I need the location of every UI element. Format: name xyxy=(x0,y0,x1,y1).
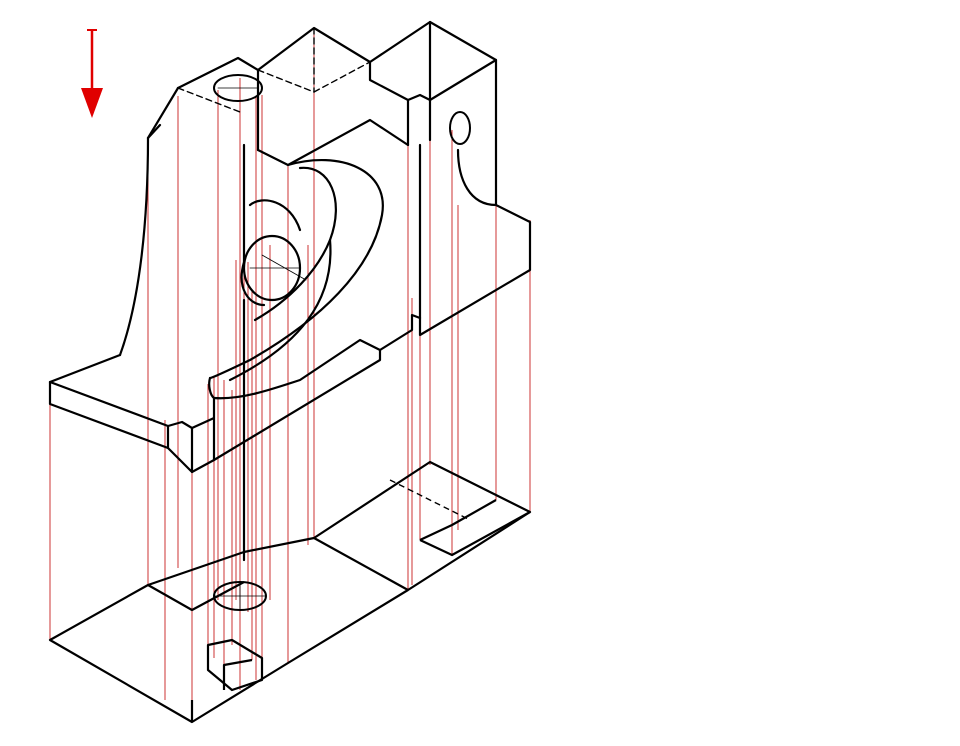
plan-view xyxy=(48,460,532,724)
base-front-notch xyxy=(166,420,194,474)
top-left-block xyxy=(176,56,260,152)
arc-inner xyxy=(253,166,337,322)
side-hole xyxy=(449,111,471,145)
top-hole-upper xyxy=(213,74,263,102)
projection-lines xyxy=(49,22,531,722)
plan-notch xyxy=(206,638,264,692)
left-curved-support xyxy=(118,86,180,357)
right-block xyxy=(368,20,532,337)
upper-center-block xyxy=(256,26,410,147)
middle-step xyxy=(212,338,382,462)
arc-outer xyxy=(208,158,384,380)
plan-outline xyxy=(48,460,532,724)
base-plate xyxy=(48,380,170,450)
arrow-head xyxy=(81,88,103,118)
view-direction-arrow xyxy=(81,29,103,118)
isometric-part xyxy=(48,20,532,562)
